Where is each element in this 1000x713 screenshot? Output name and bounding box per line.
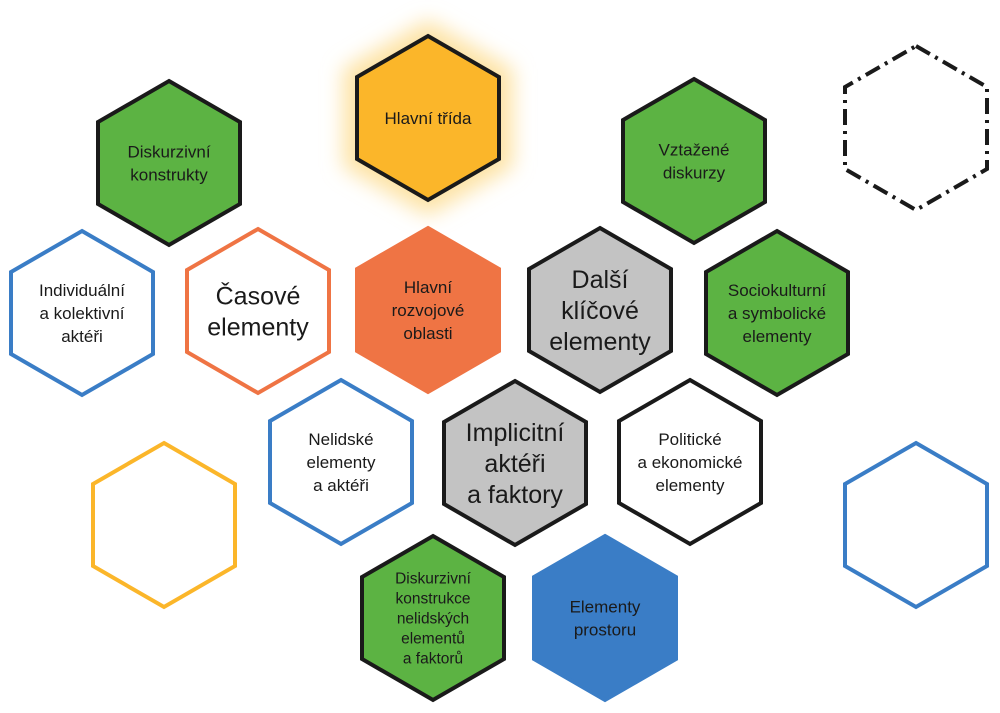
hexagon-label-line: Diskurzivní [395,570,471,587]
hexagon-label-line: a kolektivní [39,304,124,323]
hexagon-individualni-a-kolektivni-akteri: Individuální a kolektivní aktéři [9,228,155,398]
hexagon-shape [355,225,501,395]
hexagon-shape [621,76,767,246]
hexagon-shape [617,377,763,547]
hexagon-label-line: elementy [207,313,309,341]
hexagon-label-line: konstrukty [130,165,208,184]
hexagon-label-line: rozvojové [392,301,465,320]
hexagon-shape [843,440,989,610]
hexagon-politicke-a-ekonomicke-elementy: Politické a ekonomické elementy [617,377,763,547]
hexagon-casove-elementy: Časové elementy [185,226,331,396]
hexagon-shape [185,226,331,396]
hexagon-label-line: prostoru [574,621,636,640]
hexagon-shape [843,43,989,213]
hexagon-hlavni-rozvojove-oblasti: Hlavní rozvojové oblasti [355,225,501,395]
hexagon-empty-dashed [843,43,989,213]
hexagon-empty-gold [91,440,237,610]
hexagon-label-line: a aktéři [313,476,369,495]
hexagon-shape [96,78,242,248]
hexagon-label-line: elementy [307,453,376,472]
hexagon-label-line: Vztažené [659,140,730,159]
hexagon-label-line: Časové [216,281,301,310]
hexagon-label-line: Hlavní třída [385,109,472,128]
hexagon-shape [532,533,678,703]
hexagon-implicitni-akteri-a-faktory: Implicitní aktéři a faktory [442,378,588,548]
hexagon-label-line: aktéři [484,450,545,478]
hexagon-label-line: elementy [656,476,725,495]
hexagon-shape [527,225,673,395]
hexagon-label-line: diskurzy [663,163,726,182]
hexagon-label-line: elementy [549,328,651,356]
hexagon-shape [91,440,237,610]
hexagon-label-line: nelidských [397,610,469,627]
hexagon-label-line: Implicitní [466,419,565,447]
hexagon-label-line: a ekonomické [638,453,743,472]
hexagon-label-line: Hlavní [404,278,452,297]
hexagon-label-line: Diskurzivní [127,142,210,161]
hexagon-dalsi-klicove-elementy: Další klíčové elementy [527,225,673,395]
hexagon-label-line: oblasti [403,324,452,343]
hexagon-empty-blue [843,440,989,610]
hexagon-nelidske-elementy-a-akteri: Nelidské elementy a aktéři [268,377,414,547]
hexagon-label-line: Sociokulturní [728,281,827,300]
hexagon-label-line: a faktorů [403,650,463,667]
hexagon-label-line: Individuální [39,281,125,300]
hexagon-label-line: aktéři [61,327,103,346]
hexagon-label-line: konstrukce [396,590,471,607]
hexagon-label-line: a symbolické [728,304,826,323]
hexagon-diskurzivni-konstrukce-nelidskych-elementu-a-faktoru: Diskurzivní konstrukce nelidských elementů a… [360,533,506,703]
hexagon-sociokulturni-a-symbolicke-elementy: Sociokulturní a symbolické elementy [704,228,850,398]
hexagon-shape [9,228,155,398]
hexagon-hlavni-trida: Hlavní třída [343,20,513,216]
hexagon-label-line: a faktory [467,481,563,509]
hexagon-label-line: klíčové [561,297,639,325]
hexagon-label-line: Nelidské [308,430,373,449]
hexagon-shape [704,228,850,398]
hexagon-shape [360,533,506,703]
hexagon-vztazene-diskurzy: Vztažené diskurzy [621,76,767,246]
hexagon-label-line: Politické [658,430,721,449]
hexagon-label-line: elementy [743,327,812,346]
hexagon-elementy-prostoru: Elementy prostoru [532,533,678,703]
hexagon-shape [442,378,588,548]
hexagon-label-line: elementů [401,630,465,647]
hexagon-label-line: Další [572,266,629,294]
hexagon-shape [268,377,414,547]
hexagon-label-line: Elementy [570,598,641,617]
hexagon-diskurzivni-konstrukty: Diskurzivní konstrukty [96,78,242,248]
hexagon-shape [355,33,501,203]
